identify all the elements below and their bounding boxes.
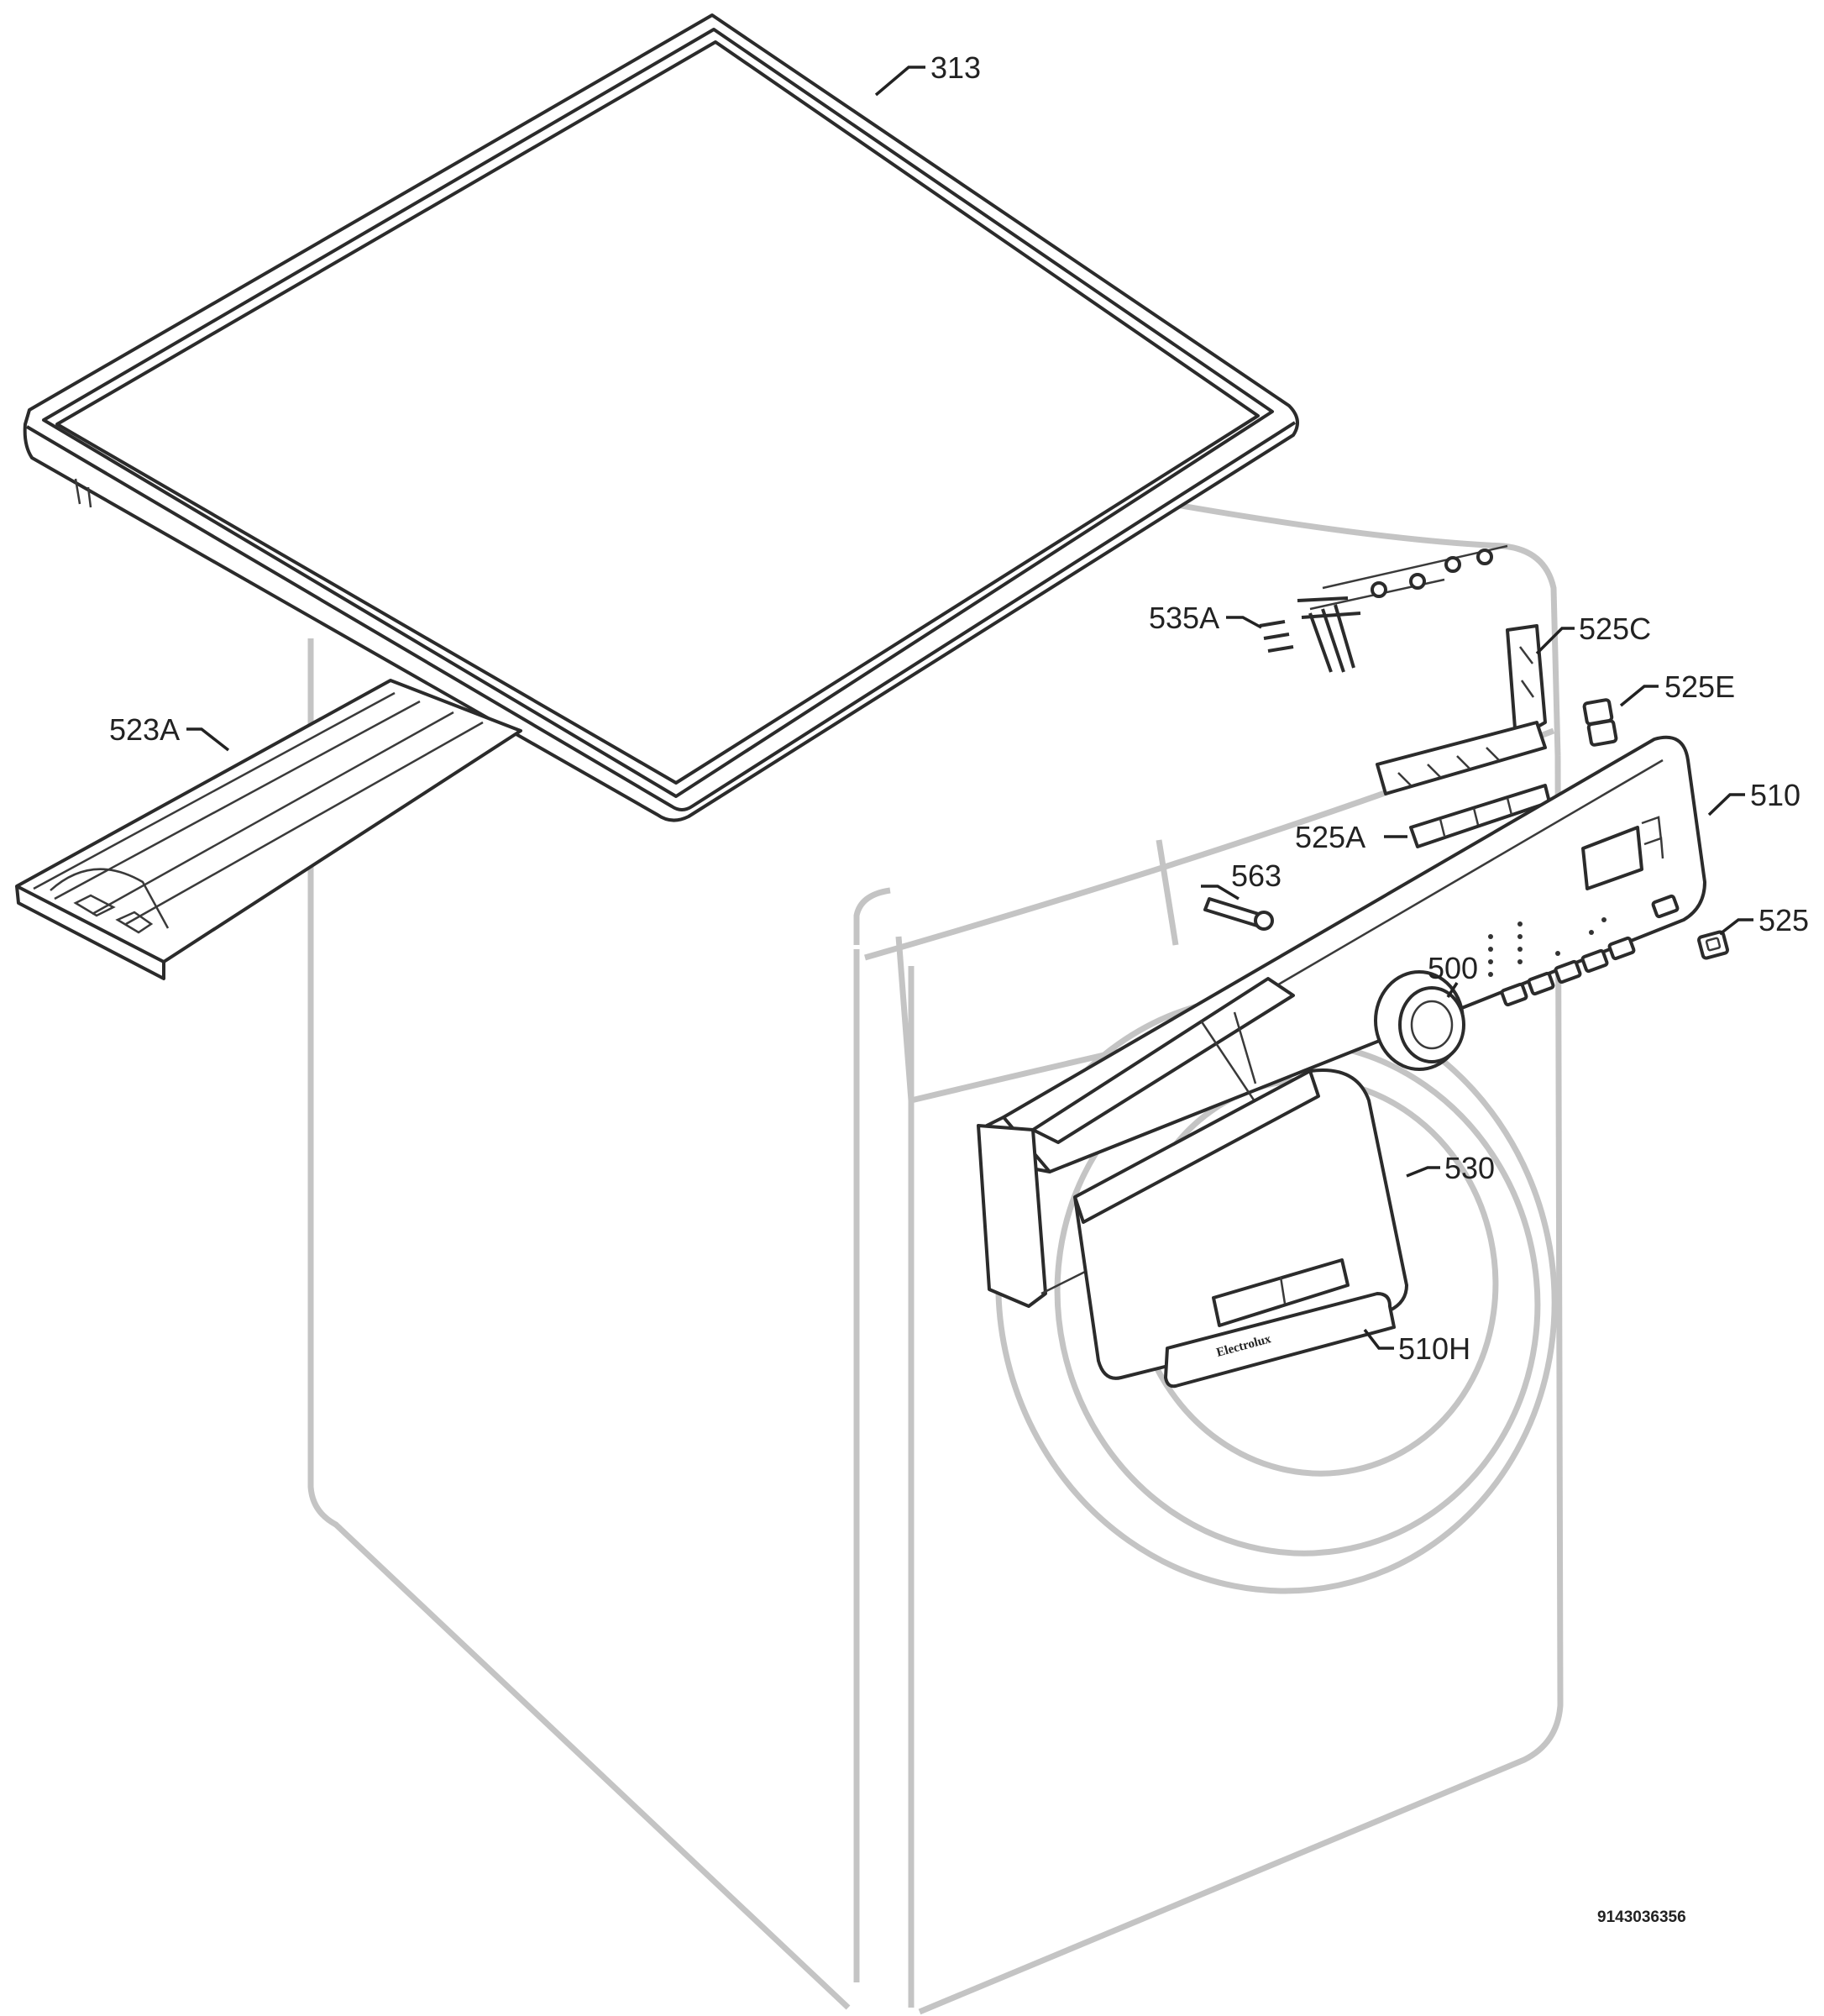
callout-563: 563: [1231, 858, 1282, 893]
small-button: [1697, 930, 1729, 960]
button-plungers: [1259, 544, 1508, 673]
worktop-lid: [23, 13, 1299, 822]
pin-part: [1203, 897, 1274, 931]
button-holder: [1376, 624, 1547, 795]
callout-500: 500: [1428, 951, 1478, 985]
callout-525E: 525E: [1664, 669, 1735, 704]
callout-535A: 535A: [1149, 601, 1219, 635]
button-single: [1582, 698, 1618, 747]
callout-523A: 523A: [109, 712, 180, 747]
callout-525A: 525A: [1295, 820, 1365, 854]
leader-lines: [186, 66, 1753, 1350]
logo-badge: Electrolux: [1164, 1292, 1396, 1389]
slide-rail: [15, 679, 522, 980]
drawing-number: 9143036356: [1597, 1908, 1686, 1926]
callout-313: 313: [930, 50, 981, 85]
callout-530: 530: [1444, 1151, 1495, 1185]
callout-510: 510: [1750, 778, 1800, 812]
program-knob: [1374, 970, 1465, 1071]
callout-labels: 313 535A 525C 525E 523A 510 525A 563 525…: [109, 50, 1809, 1366]
callout-510H: 510H: [1398, 1331, 1470, 1366]
callout-525: 525: [1758, 903, 1809, 937]
callout-525C: 525C: [1579, 612, 1651, 646]
drawer-front: [1073, 1068, 1408, 1380]
dispenser-housing: [977, 977, 1295, 1308]
